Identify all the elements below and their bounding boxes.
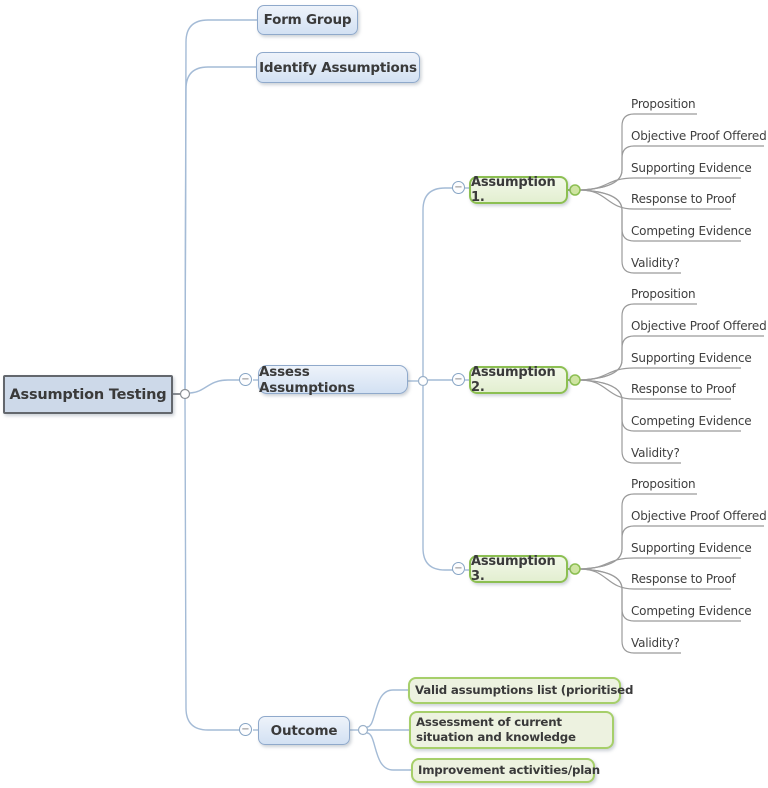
node-form-group[interactable]: Form Group [257, 5, 358, 35]
leaf-a2-competing-evidence[interactable]: Competing Evidence [631, 414, 752, 428]
leaf-a1-supporting-evidence[interactable]: Supporting Evidence [631, 161, 752, 175]
assumption-2-junction-dot [569, 374, 581, 386]
node-outcome-item-assessment[interactable]: Assessment of current situation and know… [409, 711, 614, 749]
leaf-a3-objective-proof[interactable]: Objective Proof Offered [631, 509, 767, 523]
collapse-toggle-outcome[interactable]: − [239, 723, 252, 736]
node-identify-assumptions[interactable]: Identify Assumptions [256, 52, 420, 83]
leaf-a2-validity[interactable]: Validity? [631, 446, 680, 460]
node-assumption-1[interactable]: Assumption 1. [469, 175, 568, 205]
node-assumption-3[interactable]: Assumption 3. [469, 554, 568, 584]
node-outcome-item-valid-list[interactable]: Valid assumptions list (prioritised [408, 677, 633, 704]
leaf-a3-competing-evidence[interactable]: Competing Evidence [631, 604, 752, 618]
root-junction-dot [179, 388, 191, 400]
branch-lines [184, 19, 470, 771]
leaf-a1-validity[interactable]: Validity? [631, 256, 680, 270]
leaf-a3-validity[interactable]: Validity? [631, 636, 680, 650]
leaf-a1-objective-proof[interactable]: Objective Proof Offered [631, 129, 767, 143]
leaf-a2-proposition[interactable]: Proposition [631, 287, 696, 301]
leaf-a1-proposition[interactable]: Proposition [631, 97, 696, 111]
node-assumption-2[interactable]: Assumption 2. [469, 365, 568, 395]
collapse-toggle-assess[interactable]: − [239, 373, 252, 386]
leaf-a2-objective-proof[interactable]: Objective Proof Offered [631, 319, 767, 333]
leaf-a3-proposition[interactable]: Proposition [631, 477, 696, 491]
collapse-toggle-assumption-1[interactable]: − [452, 181, 465, 194]
leaf-a2-supporting-evidence[interactable]: Supporting Evidence [631, 351, 752, 365]
outcome-junction-dot [357, 724, 369, 736]
leaf-a3-response-to-proof[interactable]: Response to Proof [631, 572, 736, 586]
leaf-a2-response-to-proof[interactable]: Response to Proof [631, 382, 736, 396]
collapse-toggle-assumption-3[interactable]: − [452, 562, 465, 575]
node-outcome[interactable]: Outcome [258, 716, 350, 745]
node-outcome-item-improvement[interactable]: Improvement activities/plan [411, 758, 600, 783]
leaf-a1-competing-evidence[interactable]: Competing Evidence [631, 224, 752, 238]
leaf-a3-supporting-evidence[interactable]: Supporting Evidence [631, 541, 752, 555]
collapse-toggle-assumption-2[interactable]: − [452, 373, 465, 386]
leaf-lines [579, 113, 764, 654]
junction-dots [179, 184, 581, 736]
assumption-1-junction-dot [569, 184, 581, 196]
node-assess-assumptions[interactable]: Assess Assumptions [258, 364, 408, 396]
assess-junction-dot [417, 375, 429, 387]
leaf-a1-response-to-proof[interactable]: Response to Proof [631, 192, 736, 206]
node-root[interactable]: Assumption Testing [3, 375, 173, 414]
assumption-3-junction-dot [569, 563, 581, 575]
